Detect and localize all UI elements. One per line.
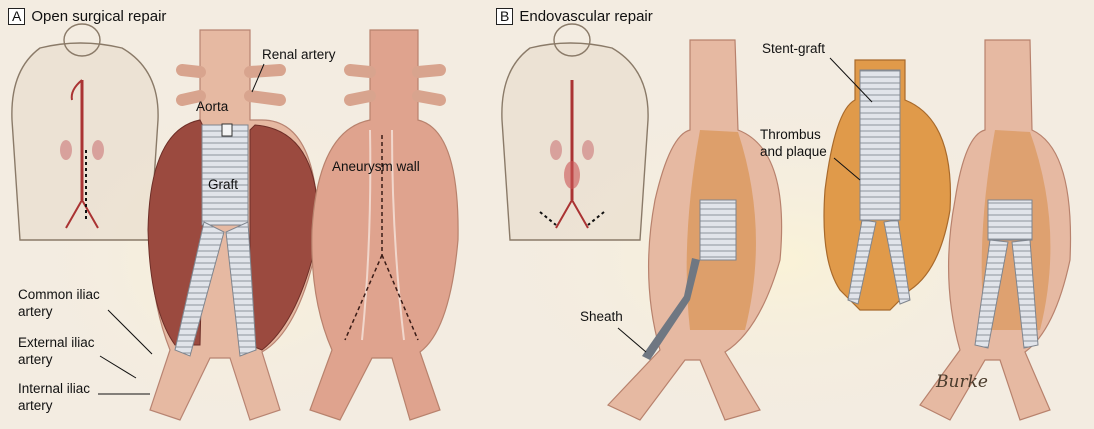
panel-a-title: Open surgical repair	[31, 8, 167, 25]
label-graft: Graft	[208, 177, 239, 192]
leader-renal-artery	[251, 63, 265, 93]
label-internal-iliac: Internal iliac artery	[18, 381, 91, 413]
label-common-iliac: Common iliac artery	[18, 287, 100, 319]
endovascular-vessel-2	[823, 59, 952, 311]
panel-a-letter: A	[8, 8, 26, 25]
closed-repair-vessel	[309, 29, 459, 421]
leader-lines	[98, 57, 873, 395]
leader-external-iliac	[99, 355, 137, 379]
label-aneurysm-wall: Aneurysm wall	[332, 159, 420, 174]
torso-figure-b	[501, 23, 649, 241]
panel-a-header: A Open surgical repair	[8, 8, 166, 25]
label-stent-graft: Stent-graft	[762, 41, 826, 56]
label-external-iliac: External iliac artery	[18, 335, 95, 367]
leader-stent-graft	[829, 57, 873, 103]
label-thrombus-plaque: Thrombus and plaque	[760, 127, 827, 159]
artist-signature: Burke	[936, 372, 988, 392]
label-aorta: Aorta	[196, 99, 229, 114]
label-renal-artery: Renal artery	[262, 47, 336, 62]
torso-figure-a	[11, 23, 159, 241]
leader-sheath	[617, 327, 647, 353]
label-sheath: Sheath	[580, 309, 623, 324]
panel-b-title: Endovascular repair	[519, 8, 653, 25]
leader-common-iliac	[107, 309, 153, 355]
open-repair-vessel	[147, 29, 319, 421]
panel-b-letter: B	[496, 8, 514, 25]
leader-thrombus	[833, 157, 861, 181]
endovascular-vessel-1	[606, 39, 783, 421]
endovascular-vessel-3	[919, 39, 1072, 421]
panel-b-header: B Endovascular repair	[496, 8, 653, 25]
